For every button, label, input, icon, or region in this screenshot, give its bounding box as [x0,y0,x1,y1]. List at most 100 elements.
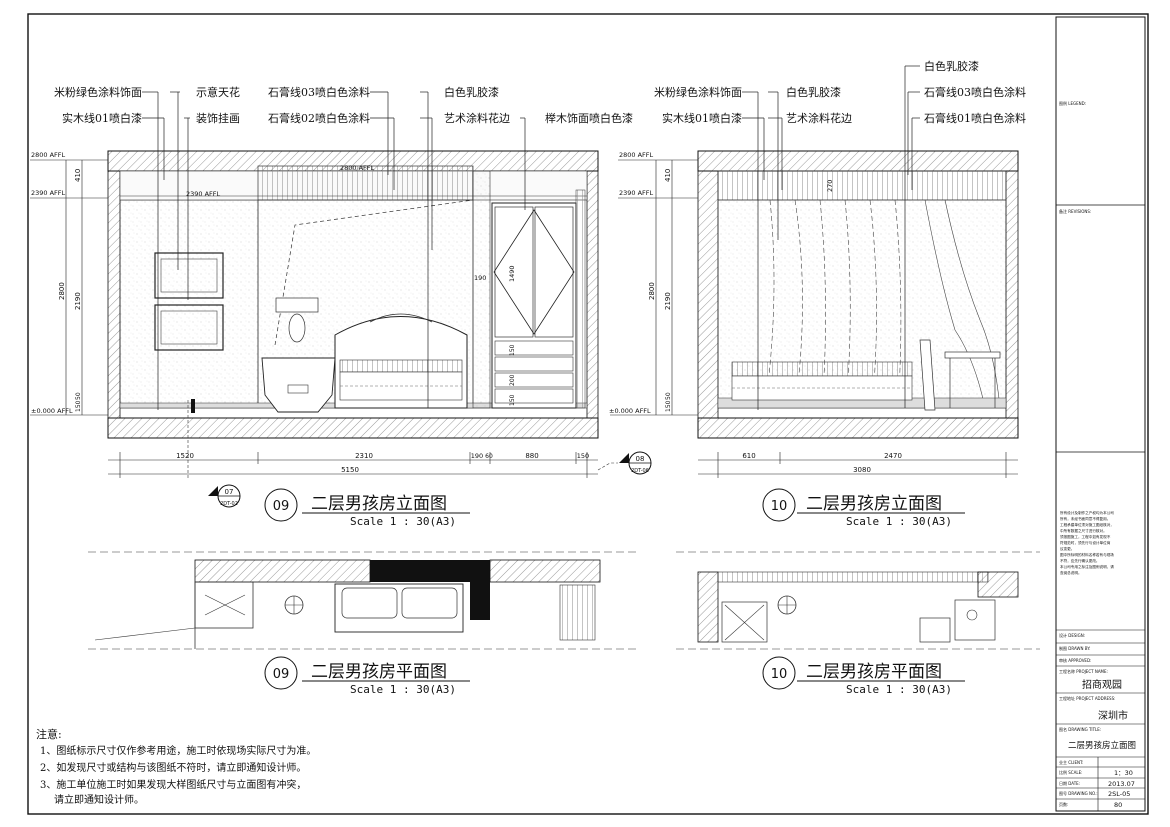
tb-client-label: 业主 CLIENT: [1059,759,1083,765]
level10-0: ±0.000 AFFL [609,407,651,415]
plan10-wall-left [697,571,719,643]
level-0: ±0.000 AFFL [31,407,73,415]
dim10-2470: 2470 [884,452,902,460]
picture-frame-bottom [154,304,224,351]
tb-drawing-title-label: 图名 DRAWING TITLE: [1059,726,1101,732]
title-block: 图例 LEGEND: 备注 REVISIONS: 所有设计及制作之产权均为本公司… [1056,100,1145,811]
tb-remark-9: 不符，应先行确认更改。 [1060,558,1100,563]
callout-08-sheet: 2DT-06 [631,468,649,474]
plan10-curtain-track [717,571,989,583]
tb-address: 深圳市 [1098,709,1128,722]
plan-title-10: 二层男孩房平面图 [806,662,942,682]
dim10-150: 150 [665,400,672,412]
tb-address-label: 工程地址 PROJECT ADDRESS: [1059,695,1115,701]
plan-column [370,560,490,582]
dim-2310: 2310 [355,452,373,460]
dim-880: 880 [525,452,538,460]
label10-white-latex-a: 白色乳胶漆 [786,85,841,99]
tb-drawing-no: 2SL-05 [1108,790,1130,798]
label10-mifen-green: 米粉绿色涂料饰面 [654,85,742,99]
dim-50: 50 [75,392,82,400]
dim-150-w2: 150 [509,394,516,406]
label-decor-painting: 装饰挂画 [196,111,240,125]
callout-07-sheet: 2DT-02 [220,501,238,507]
note-3: 3、施工单位施工时如果发现大样图纸尺寸与立面图有冲突， [40,778,306,791]
tb-remark-5: 须按图施工，工程中如有发现不 [1060,534,1111,539]
tb-drawing-no-label: 图号 DRAWING NO.: [1059,790,1098,796]
tb-design: 设计 DESIGN: [1059,632,1085,638]
plan-scale-09: Scale 1 : 30(A3) [350,683,456,696]
wardrobe-door-right [534,206,574,338]
level-inner-2800: 2800 AFFL [340,164,375,172]
label-beech-veneer: 榉木饰面喷白色漆 [545,111,633,125]
tb-legend: 图例 LEGEND: [1059,100,1086,106]
tb-remark-2: 所有，未经书面同意不得复用。 [1060,516,1110,521]
plan-bed [334,583,464,633]
dim-2800: 2800 [58,282,66,300]
tb-remark-10: 本公司专用之标注及图例说明，请 [1060,564,1114,569]
note-2: 2、如发现尺寸或结构与该图纸不符时，请立即通知设计师。 [40,761,306,774]
plan-10: 10 二层男孩房平面图 Scale 1 : 30(A3) [676,551,1040,696]
notes-heading: 注意: [36,727,62,741]
tb-page: 80 [1114,801,1122,809]
tb-remark-8: 图中所标明的材料名称若有与现场 [1060,552,1114,557]
wardrobe [491,202,577,409]
tb-remark-11: 查阅总说明。 [1060,570,1082,575]
right-wall [586,170,599,419]
title-09: 二层男孩房立面图 [311,494,447,514]
dim-410: 410 [74,169,82,182]
dim10-2800: 2800 [648,282,656,300]
label10-solid-wood: 实木线01喷白漆 [662,111,742,125]
label10-gypsum-01: 石膏线01喷白色涂料 [924,111,1026,125]
bed-10 [731,361,913,377]
dim-190-mid: 190 [474,274,486,282]
dim-1520: 1520 [176,452,194,460]
label-gypsum-03: 石膏线03喷白色涂料 [268,85,370,99]
title-bubble-09 [264,488,298,522]
title-10: 二层男孩房立面图 [806,494,942,514]
desk-10 [944,351,1001,359]
dim-60: 60 [485,453,493,460]
picture-frame-top [154,252,224,299]
left-wall-10 [697,170,719,419]
elevation-09: 米粉绿色涂料饰面 实木线01喷白漆 示意天花 装饰挂画 石膏线03喷白色涂料 石… [30,85,652,528]
left-wall [107,170,121,419]
tb-remark-6: 符规范时，须先行与设计单位商 [1060,540,1111,545]
plan-title-bubble-10 [762,656,796,690]
tb-scale-label: 比例 SCALE: [1059,769,1082,775]
callout-07-num: 07 [225,488,234,496]
elevation-10: 米粉绿色涂料饰面 实木线01喷白漆 白色乳胶漆 艺术涂料花边 白色乳胶漆 石膏线… [609,59,1026,528]
tb-remark-4: 中所有数据之尺寸进行核对。 [1060,528,1107,533]
cornice-10 [717,170,1007,201]
dim-2190: 2190 [74,292,82,310]
plan-wall-top-right [489,559,601,583]
dim10-270: 270 [826,180,834,192]
dim10-2190: 2190 [664,292,672,310]
sheet-border [27,13,1149,815]
label-art-paint-border: 艺术涂料花边 [444,111,510,125]
tb-scale: 1：30 [1114,769,1133,777]
bed-mattress [339,359,463,373]
label10-gypsum-03: 石膏线03喷白色涂料 [924,85,1026,99]
title-block-frame [1055,16,1146,812]
plan-wardrobe-left [194,581,254,629]
tb-page-label: 页数: [1059,801,1068,807]
wall-panel-left [119,199,259,409]
tb-remark-7: 议变更。 [1060,546,1074,551]
notes: 注意: 1、图纸标示尺寸仅作参考用途，施工时依现场实际尺寸为准。 2、如发现尺寸… [36,727,316,806]
callout-08-num: 08 [636,455,645,463]
dim-5150: 5150 [341,466,359,474]
note-1: 1、图纸标示尺寸仅作参考用途，施工时依现场实际尺寸为准。 [40,744,316,757]
dim-200-w: 200 [509,374,516,386]
label-white-latex: 白色乳胶漆 [444,85,499,99]
wardrobe-door-left [494,206,534,338]
dim-150-b: 150 [577,452,589,460]
tb-date-label: 日期 DATE: [1059,780,1080,786]
lamp-shade [275,297,319,313]
level-2800: 2800 AFFL [31,151,66,159]
title-bubble-10 [762,488,796,522]
label-mifen-green: 米粉绿色涂料饰面 [54,85,142,99]
tb-approved: 审核 APPROVED: [1059,657,1091,663]
dim10-3080: 3080 [853,466,871,474]
tb-project-label: 工程名称 PROJECT NAME: [1059,668,1108,674]
